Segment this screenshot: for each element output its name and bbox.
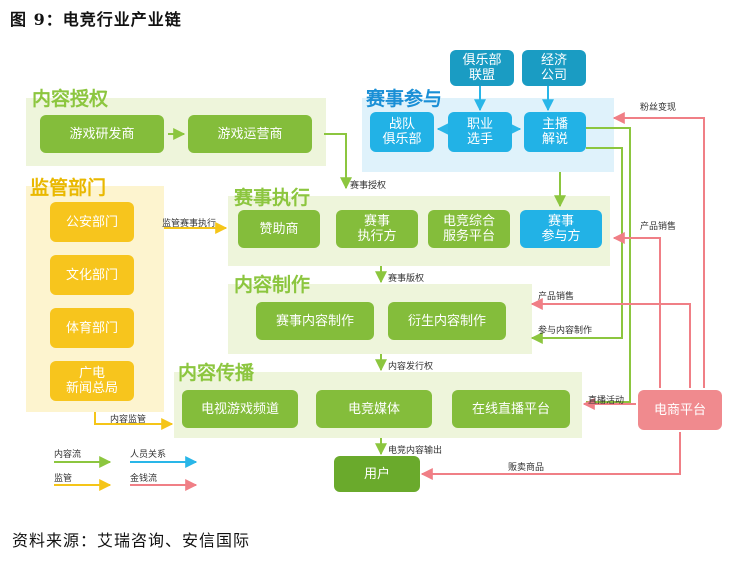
online-live-platform-box: 在线直播平台 bbox=[452, 390, 570, 428]
regulate-event-execution-label: 监管赛事执行 bbox=[162, 219, 217, 229]
content-production-title: 内容制作 bbox=[234, 274, 311, 296]
user-box: 用户 bbox=[334, 456, 420, 492]
legend-regulation: 监管 bbox=[54, 474, 73, 484]
event-participant-box: 赛事 参与方 bbox=[520, 210, 602, 248]
sponsor-box: 赞助商 bbox=[238, 210, 320, 248]
event-execution-title: 赛事执行 bbox=[234, 187, 311, 209]
event-content-production-box: 赛事内容制作 bbox=[256, 302, 374, 340]
esports-media-box: 电竞媒体 bbox=[316, 390, 432, 428]
content-distribution-title: 内容传播 bbox=[178, 362, 255, 384]
economic-company-box: 经济 公司 bbox=[522, 50, 586, 86]
team-club-box: 战队 俱乐部 bbox=[370, 112, 434, 152]
esports-content-output-label: 电竞内容输出 bbox=[388, 446, 443, 456]
figure-title: 图 9：电竞行业产业链 bbox=[10, 10, 182, 29]
esports-service-platform-box: 电竞综合 服务平台 bbox=[428, 210, 510, 248]
event-copyright-label: 赛事版权 bbox=[388, 274, 425, 284]
source-note: 资料来源：艾瑞咨询、安信国际 bbox=[12, 531, 251, 550]
legend-money-flow: 金钱流 bbox=[130, 474, 158, 484]
event-executor-box: 赛事 执行方 bbox=[336, 210, 418, 248]
ecommerce-platform-box: 电商平台 bbox=[638, 390, 722, 430]
participate-content-production-label: 参与内容制作 bbox=[538, 326, 593, 336]
content-regulation-label: 内容监管 bbox=[110, 415, 147, 425]
club-league-box: 俱乐部 联盟 bbox=[450, 50, 514, 86]
pro-player-box: 职业 选手 bbox=[448, 112, 512, 152]
product-sales-label-1: 产品销售 bbox=[640, 222, 677, 232]
content-distribution-right-label: 内容发行权 bbox=[388, 362, 434, 372]
legend-content-flow: 内容流 bbox=[54, 450, 82, 460]
sell-goods-label: 贩卖商品 bbox=[508, 463, 545, 473]
event-license-label: 赛事授权 bbox=[350, 181, 387, 191]
game-developer-box: 游戏研发商 bbox=[40, 115, 164, 153]
derivative-content-production-box: 衍生内容制作 bbox=[388, 302, 506, 340]
tv-game-channel-box: 电视游戏频道 bbox=[182, 390, 298, 428]
public-security-box: 公安部门 bbox=[50, 202, 134, 242]
anchor-commentator-box: 主播 解说 bbox=[524, 112, 586, 152]
sports-dept-box: 体育部门 bbox=[50, 308, 134, 348]
culture-dept-box: 文化部门 bbox=[50, 255, 134, 295]
regulator-title: 监管部门 bbox=[30, 177, 107, 199]
content-license-title: 内容授权 bbox=[32, 88, 109, 110]
product-sales-label-2: 产品销售 bbox=[538, 292, 575, 302]
game-operator-box: 游戏运营商 bbox=[188, 115, 312, 153]
event-participation-title: 赛事参与 bbox=[366, 88, 443, 110]
live-streaming-activity-label: 直播活动 bbox=[588, 396, 625, 406]
fan-monetization-label: 粉丝变现 bbox=[640, 103, 677, 113]
legend-personnel-relation: 人员关系 bbox=[130, 450, 167, 460]
sarft-box: 广电 新闻总局 bbox=[50, 361, 134, 401]
